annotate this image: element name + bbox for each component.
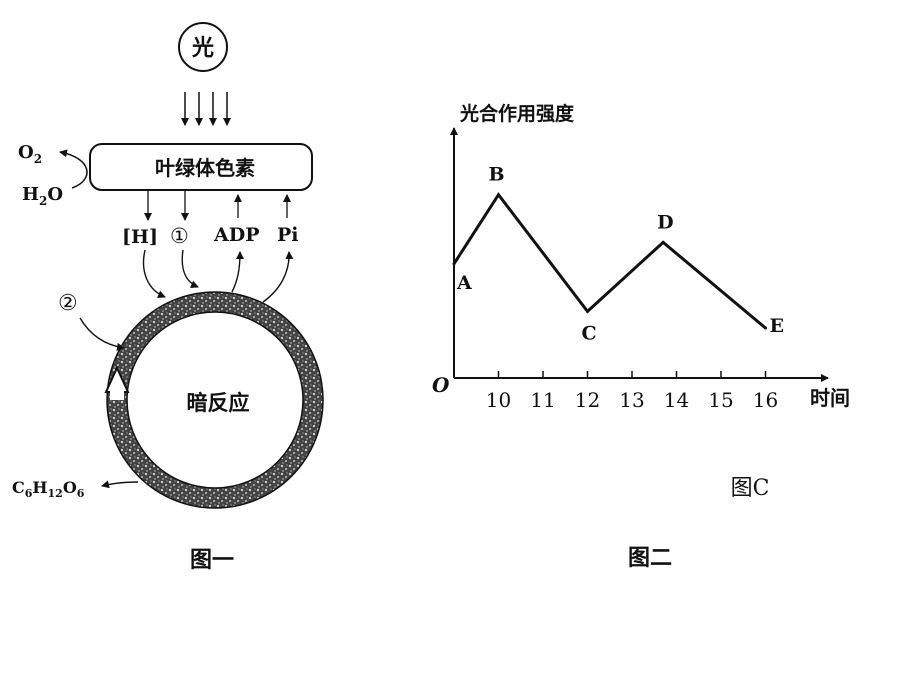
circle1-to-cycle-curve <box>181 249 199 288</box>
x-tick-label: 13 <box>619 388 644 412</box>
x-ticks: 10 11 12 13 14 15 16 <box>486 371 778 412</box>
y-axis-label: 光合作用强度 <box>459 102 575 125</box>
point-label-b: B <box>489 164 505 186</box>
light-rays-icon <box>181 92 231 126</box>
pigment-box <box>89 143 313 191</box>
glucose-part-5: 6 <box>77 487 85 500</box>
circle2-label: ② <box>58 291 78 316</box>
data-point-e <box>764 326 767 330</box>
water-split-arrow <box>59 149 88 189</box>
data-point-b <box>497 193 500 197</box>
point-labels: A B C D E <box>456 164 784 345</box>
pigment-label: 叶绿体色素 <box>155 156 255 180</box>
cycle-to-adp-curve <box>231 251 244 293</box>
glucose-part-3: 12 <box>48 487 63 500</box>
circle1-label: ① <box>170 224 189 248</box>
x-tick-label: 11 <box>530 388 555 412</box>
point-label-c: C <box>582 322 597 344</box>
data-point-a <box>452 262 456 266</box>
o2-label: O2 <box>18 142 42 166</box>
cycle-to-pi-curve <box>262 251 294 303</box>
dark-reaction-label: 暗反应 <box>187 390 250 415</box>
data-point-c <box>586 309 589 313</box>
figure-2-chart: 光合作用强度 时间 O 10 11 12 13 14 15 16 A B C D E 图C 图二 <box>432 102 850 571</box>
point-label-d: D <box>657 211 673 233</box>
adp-label: ADP <box>213 224 260 246</box>
pi-label: Pi <box>277 224 299 246</box>
glucose-label: C6H12O6 <box>12 478 85 500</box>
point-label-a: A <box>456 272 472 294</box>
x-tick-label: 15 <box>708 388 733 412</box>
h2o-label: H2O <box>22 184 63 208</box>
light-label: 光 <box>191 35 214 61</box>
figure2-caption: 图二 <box>628 545 672 571</box>
h-label: [H] <box>122 226 158 248</box>
figure1-caption: 图一 <box>190 547 234 573</box>
data-series <box>452 192 767 330</box>
h-to-cycle-curve <box>142 249 166 299</box>
x-tick-label: 14 <box>664 388 689 412</box>
point-label-e: E <box>770 315 784 337</box>
series-line <box>452 192 767 330</box>
x-tick-label: 12 <box>575 388 600 412</box>
figure-1: 光 叶绿体色素 O2 H2O [H] ① ADP Pi <box>12 22 324 573</box>
x-axis-label: 时间 <box>810 386 850 410</box>
glucose-part-2: H <box>32 478 47 497</box>
data-point-d <box>661 240 665 244</box>
origin-label: O <box>432 373 450 397</box>
circle2-to-cycle-curve <box>79 317 125 351</box>
glucose-part-4: O <box>63 478 77 497</box>
glucose-out-arrow <box>101 480 139 489</box>
figure-c-caption: 图C <box>731 476 770 501</box>
x-tick-label: 16 <box>753 388 778 412</box>
x-tick-label: 10 <box>486 388 511 412</box>
glucose-part-1: 6 <box>25 487 33 500</box>
light-circle <box>178 22 228 72</box>
glucose-part-0: C <box>12 478 25 497</box>
